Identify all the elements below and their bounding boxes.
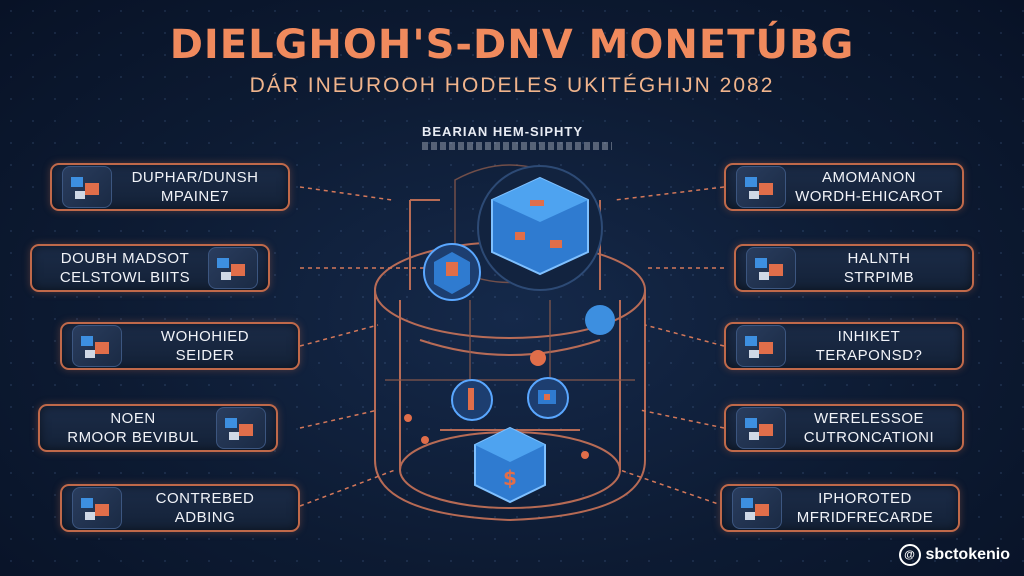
- left-card-2-icon: [208, 247, 258, 289]
- right-card-3: INHIKET TERAPONSD?: [724, 322, 964, 370]
- left-card-3-line2: SEIDER: [175, 347, 235, 364]
- right-card-5-line1: IPHOROTED: [818, 490, 912, 507]
- left-card-2-line2: CELSTOWL BIITS: [59, 269, 191, 286]
- right-card-3-line1: INHIKET: [837, 328, 901, 345]
- right-card-4-line2: CUTRONCATIONI: [803, 429, 935, 446]
- left-card-2-line1: DOUBH MADSOT: [60, 250, 190, 267]
- left-card-2: DOUBH MADSOT CELSTOWL BIITS: [30, 244, 270, 292]
- right-card-2-line1: HALNTH: [847, 250, 911, 267]
- left-card-4-icon: [216, 407, 266, 449]
- connector-left-3: [299, 324, 379, 347]
- connector-left-1: [299, 186, 393, 201]
- node-dot-2: [421, 436, 429, 444]
- connector-right-5: [619, 469, 725, 507]
- connector-left-5: [299, 469, 396, 507]
- right-card-1: AMOMANON WORDH-EHICAROT: [724, 163, 964, 211]
- left-card-4-line2: RMOOR BEVIBUL: [67, 429, 199, 446]
- center-node: [530, 350, 546, 366]
- left-card-5: CONTREBED ADBING: [60, 484, 300, 532]
- connector-right-4: [639, 409, 725, 429]
- right-card-2-icon: [746, 247, 796, 289]
- connector-right-3: [644, 324, 725, 347]
- left-card-5-line2: ADBING: [174, 509, 236, 526]
- right-card-4: WERELESSOE CUTRONCATIONI: [724, 404, 964, 452]
- right-card-1-line1: AMOMANON: [822, 169, 916, 186]
- right-card-5: IPHOROTED MFRIDFRECARDE: [720, 484, 960, 532]
- watermark: @ sbctokenio: [898, 544, 1010, 566]
- node-dot-3: [581, 451, 589, 459]
- center-label-rule: [422, 142, 612, 150]
- left-sphere-icon: [423, 243, 481, 301]
- right-blue-dot: [585, 305, 615, 335]
- node-dot-1: [404, 414, 412, 422]
- bottom-right-cube-icon: [527, 377, 569, 419]
- right-card-2-line2: STRPIMB: [843, 269, 915, 286]
- right-card-1-icon: [736, 166, 786, 208]
- left-card-5-line1: CONTREBED: [155, 490, 255, 507]
- page-title: DIELGHOH'S-DNV MONETÚBG: [169, 22, 855, 68]
- at-icon: @: [898, 544, 921, 566]
- watermark-text: sbctokenio: [925, 546, 1010, 563]
- left-card-3: WOHOHIED SEIDER: [60, 322, 300, 370]
- right-card-2: HALNTH STRPIMB: [734, 244, 974, 292]
- right-card-5-line2: MFRIDFRECARDE: [796, 509, 934, 526]
- top-cube-icon: [491, 176, 589, 276]
- page-subtitle: DÁR INEUROOH HODELES UKITÉGHIJN 2082: [249, 74, 775, 97]
- left-card-4-line1: NOEN: [110, 410, 156, 427]
- connector-left-4: [299, 409, 379, 429]
- left-card-3-icon: [72, 325, 122, 367]
- right-card-4-icon: [736, 407, 786, 449]
- right-card-3-icon: [736, 325, 786, 367]
- left-card-3-line1: WOHOHIED: [160, 328, 250, 345]
- bottom-center-cube-icon: $: [474, 426, 546, 504]
- right-card-3-line2: TERAPONSD?: [815, 347, 923, 364]
- center-label: BEARIAN HEM-SIPHTY: [422, 124, 584, 139]
- left-card-5-icon: [72, 487, 122, 529]
- left-card-1: DUPHAR/DUNSH MPAINE7: [50, 163, 290, 211]
- left-card-4: NOEN RMOOR BEVIBUL: [38, 404, 278, 452]
- left-card-1-icon: [62, 166, 112, 208]
- left-card-1-line1: DUPHAR/DUNSH: [131, 169, 259, 186]
- bottom-left-cube-icon: [451, 379, 493, 421]
- right-card-5-icon: [732, 487, 782, 529]
- left-card-1-line2: MPAINE7: [160, 188, 230, 205]
- right-card-4-line1: WERELESSOE: [813, 410, 925, 427]
- svg-text:$: $: [503, 466, 517, 490]
- right-card-1-line2: WORDH-EHICAROT: [795, 188, 943, 205]
- connector-right-1: [614, 186, 725, 201]
